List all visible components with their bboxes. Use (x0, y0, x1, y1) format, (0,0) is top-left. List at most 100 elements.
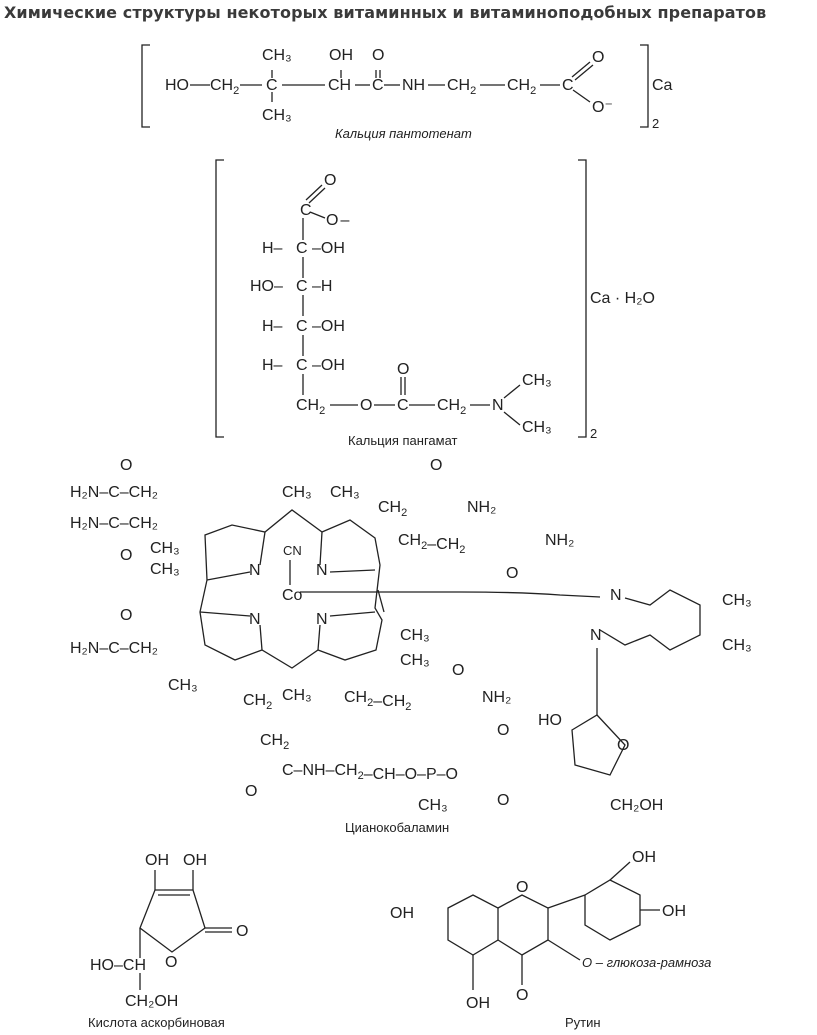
svg-text:O: O (120, 547, 132, 564)
rutin-sugar: O – глюкоза-рамноза (582, 955, 711, 970)
amine-bottom: NH₂ (482, 689, 511, 706)
cyano-ligand: CN (283, 543, 302, 558)
pantothenate-amide-o: O (372, 47, 384, 64)
svg-text:N: N (316, 562, 328, 579)
svg-text:–OH: –OH (312, 240, 345, 257)
svg-text:–H: –H (312, 278, 332, 295)
pangamate-multiplier: 2 (590, 426, 597, 441)
svg-text:C: C (296, 278, 308, 295)
pantothenate-structure: HO CH2 C CH₃ CH₃ CH OH C O NH CH2 CH2 C … (141, 44, 673, 141)
svg-text:C–NH–CH2–CH–O–P–O: C–NH–CH2–CH–O–P–O (282, 762, 458, 783)
svg-text:O: O (506, 565, 518, 582)
rutin-hydroxyl-5: OH (466, 995, 490, 1012)
rutin-caption: Рутин (565, 1015, 601, 1030)
page-title: Химические структуры некоторых витаминны… (4, 3, 767, 22)
svg-text:H–: H– (262, 318, 283, 335)
svg-text:NH: NH (402, 77, 425, 94)
svg-text:C: C (296, 357, 308, 374)
methyl-j: CH₃ (722, 592, 752, 609)
methyl-d: CH₃ (282, 484, 312, 501)
amine-top: NH₂ (467, 499, 496, 516)
svg-text:O: O (120, 457, 132, 474)
svg-text:H–: H– (262, 240, 283, 257)
svg-text:C: C (296, 318, 308, 335)
pantothenate-methyl-top: CH₃ (262, 47, 292, 64)
ascorbic-hydroxyl-1: OH (145, 852, 169, 869)
ascorbic-caption: Кислота аскорбиновая (88, 1015, 225, 1030)
amide-top-left: H₂N–C–CH₂ (70, 484, 158, 501)
pantothenate-carboxylate-o: O⁻ (592, 99, 613, 116)
ascorbic-side-chain: HO–CH (90, 957, 146, 974)
svg-text:O: O (516, 879, 528, 896)
svg-text:CH2: CH2 (296, 397, 325, 417)
pantothenate-caption: Кальция пантотенат (335, 126, 472, 141)
methyl-c: CH₃ (168, 677, 198, 694)
svg-text:C: C (397, 397, 409, 414)
svg-text:HO: HO (538, 712, 562, 729)
amide-mid-left: H₂N–C–CH₂ (70, 515, 158, 532)
svg-text:HO–: HO– (250, 278, 283, 295)
svg-text:N: N (492, 397, 504, 414)
pantothenate-methyl-bottom: CH₃ (262, 107, 292, 124)
svg-text:HO: HO (165, 77, 189, 94)
svg-text:O: O (165, 954, 177, 971)
rutin-hydroxyl-7: OH (390, 905, 414, 922)
svg-text:O: O (617, 737, 629, 754)
svg-text:CH2: CH2 (507, 77, 536, 97)
svg-text:C: C (300, 202, 312, 219)
svg-text:O: O (497, 792, 509, 809)
svg-text:O: O (497, 722, 509, 739)
nitrogen-bottom: N (590, 627, 602, 644)
svg-text:–OH: –OH (312, 357, 345, 374)
methyl-a: CH₃ (150, 540, 180, 557)
methyl-k: CH₃ (722, 637, 752, 654)
svg-text:CH2–CH2: CH2–CH2 (344, 689, 411, 713)
svg-text:O: O (120, 607, 132, 624)
svg-text:N: N (249, 562, 261, 579)
svg-text:CH2–CH2: CH2–CH2 (398, 532, 465, 556)
pantothenate-carboxyl-o: O (592, 49, 604, 66)
amine-mid: NH₂ (545, 532, 574, 549)
pantothenate-multiplier: 2 (652, 116, 659, 131)
svg-text:O: O (397, 361, 409, 378)
ascorbic-hydroxyl-2: OH (183, 852, 207, 869)
svg-text:CH2: CH2 (447, 77, 476, 97)
svg-text:O: O (452, 662, 464, 679)
svg-text:C: C (562, 77, 574, 94)
svg-text:CH2: CH2 (378, 499, 407, 519)
svg-text:O: O (430, 457, 442, 474)
pangamate-structure: C O O– H– C –OH HO– C –H H– C –OH H– C –… (215, 159, 655, 448)
pangamate-counter-ion: Ca · H₂O (590, 290, 655, 307)
ascorbic-acid-structure: OH OH O O HO–CH CH₂OH Кислота аскорбинов… (88, 852, 248, 1030)
methyl-h: CH₃ (400, 652, 430, 669)
pangamate-methyl-top: CH₃ (522, 372, 552, 389)
svg-text:–OH: –OH (312, 318, 345, 335)
svg-text:CH: CH (328, 77, 351, 94)
pantothenate-hydroxyl: OH (329, 47, 353, 64)
rutin-hydroxyl-4p: OH (662, 903, 686, 920)
nitrogen-top: N (610, 587, 622, 604)
ascorbic-terminal: CH₂OH (125, 993, 178, 1010)
pangamate-caption: Кальция пангамат (348, 433, 458, 448)
methyl-e: CH₃ (330, 484, 360, 501)
cobalt-atom: Co (282, 587, 303, 604)
methyl-i: CH₃ (418, 797, 448, 814)
rutin-hydroxyl-3p: OH (632, 849, 656, 866)
amide-bottom-left: H₂N–C–CH₂ (70, 640, 158, 657)
svg-text:O: O (245, 783, 257, 800)
methyl-f: CH₃ (282, 687, 312, 704)
svg-text:H–: H– (262, 357, 283, 374)
svg-text:O: O (360, 397, 372, 414)
pangamate-methyl-bottom: CH₃ (522, 419, 552, 436)
rutin-structure: OH O OH OH O – глюкоза-рамноза O OH Рути… (390, 849, 711, 1030)
svg-text:CH2: CH2 (260, 732, 289, 752)
pantothenate-counter-ion: Ca (652, 77, 673, 94)
cyanocobalamin-caption: Цианокобаламин (345, 820, 449, 835)
methyl-g: CH₃ (400, 627, 430, 644)
svg-text:N: N (249, 611, 261, 628)
rutin-carbonyl: O (516, 987, 528, 1004)
svg-text:O–: O– (326, 212, 349, 229)
svg-text:C: C (296, 240, 308, 257)
hydroxymethyl: CH₂OH (610, 797, 663, 814)
